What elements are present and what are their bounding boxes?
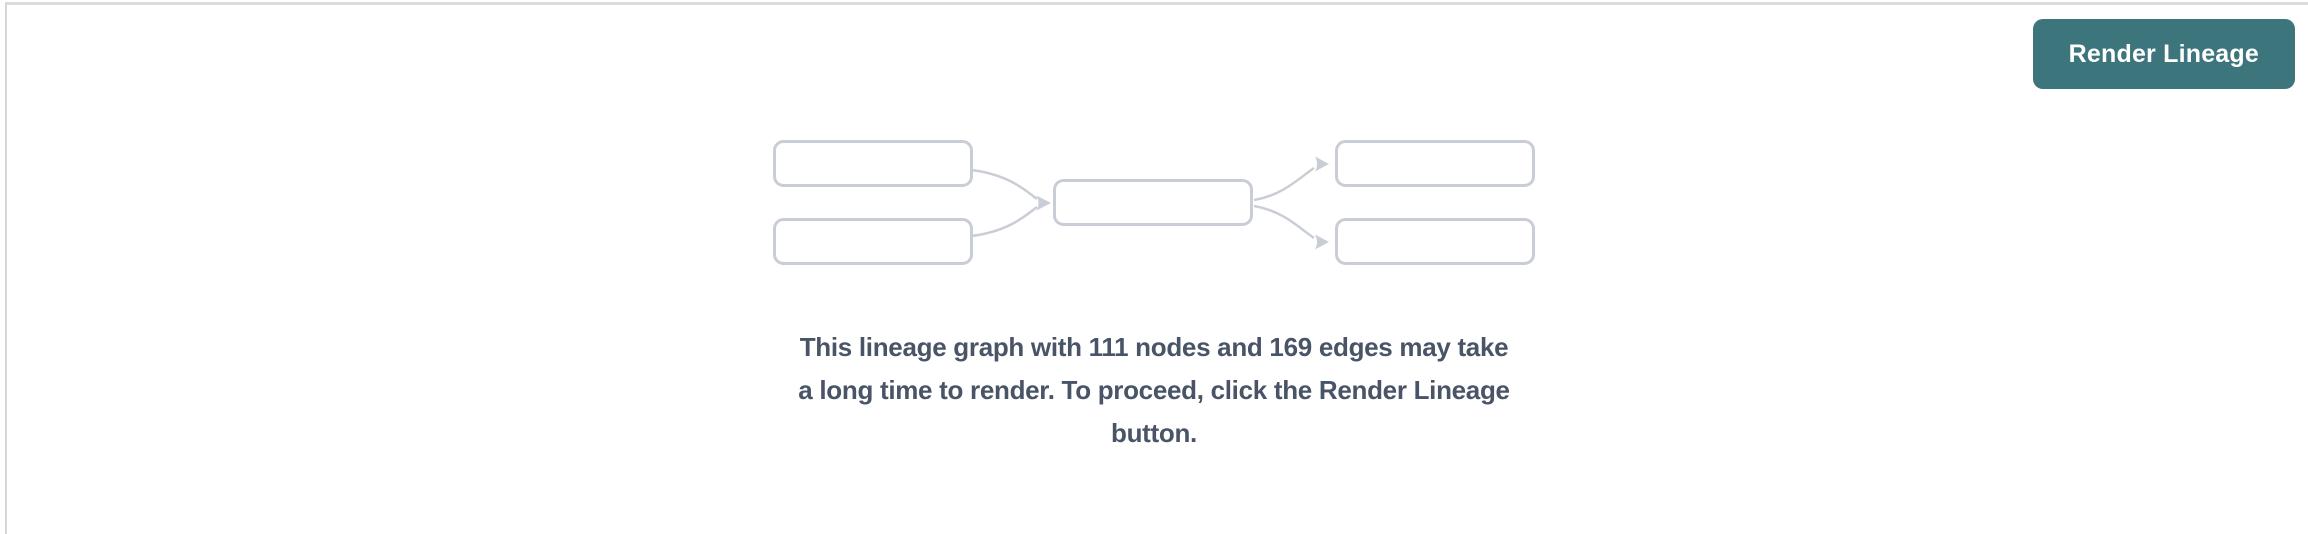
- arrowhead-center-icon: [1036, 195, 1051, 211]
- graph-node-upstream-bottom: [773, 218, 973, 265]
- render-lineage-button[interactable]: Render Lineage: [2032, 19, 2295, 89]
- upstream-nodes: [773, 140, 973, 265]
- downstream-nodes: [1335, 140, 1535, 265]
- lineage-graph-illustration: [773, 140, 1535, 265]
- edge-upstream-top: [971, 168, 1038, 200]
- warning-line-2: a long time to render. To proceed, click…: [798, 375, 1510, 405]
- arrowhead-downstream-bottom-icon: [1315, 234, 1329, 250]
- panel-left-border: [5, 2, 7, 534]
- graph-node-upstream-top: [773, 140, 973, 187]
- graph-node-downstream-top: [1335, 140, 1535, 187]
- warning-line-1: This lineage graph with 111 nodes and 16…: [799, 332, 1509, 362]
- render-warning-message: This lineage graph with 111 nodes and 16…: [744, 326, 1564, 455]
- panel-top-border: [5, 2, 2308, 5]
- center-node: [1053, 179, 1253, 226]
- arrowhead-downstream-top-icon: [1315, 156, 1329, 172]
- warning-line-3: button.: [1111, 418, 1197, 448]
- edge-downstream-top: [1253, 166, 1315, 202]
- graph-node-center: [1053, 179, 1253, 226]
- graph-edges: [971, 156, 1329, 250]
- edge-downstream-bottom: [1253, 204, 1315, 240]
- render-confirmation-placeholder: This lineage graph with 111 nodes and 16…: [744, 140, 1564, 455]
- edge-upstream-bottom: [971, 206, 1038, 238]
- graph-node-downstream-bottom: [1335, 218, 1535, 265]
